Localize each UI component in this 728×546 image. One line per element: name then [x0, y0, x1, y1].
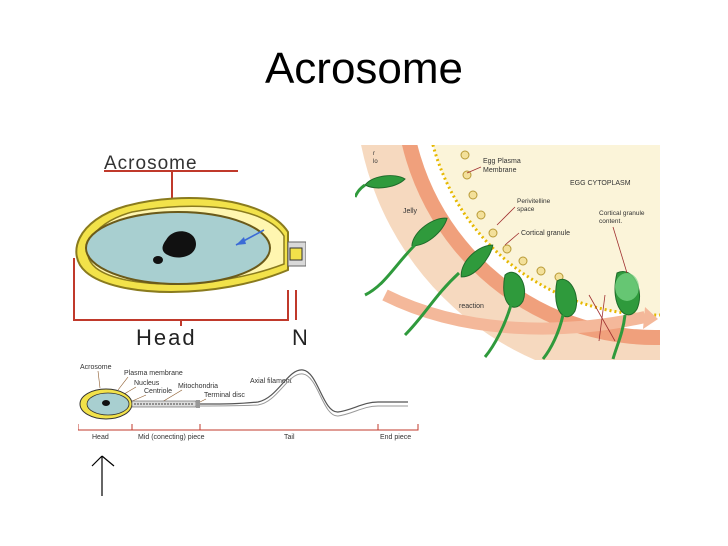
chromatin-dot — [153, 256, 163, 264]
label-head: Head — [92, 434, 109, 441]
cortical-granule-label: Cortical granule — [521, 230, 570, 237]
chromatin — [162, 231, 196, 258]
tail-inner — [199, 373, 408, 417]
head-label: Head — [136, 325, 197, 350]
perivitelline-label-2: space — [517, 206, 535, 213]
sperm-structure-diagram: Acrosome Plasma membrane Nucleus Centrio… — [77, 358, 423, 448]
sperm-cells — [353, 175, 641, 360]
reaction-label: reaction — [459, 303, 484, 310]
fertilization-diagram: r lo Jelly Egg Plasma Membrane EGG CYTOP… — [353, 145, 660, 360]
egg-cytoplasm-label: EGG CYTOPLASM — [570, 180, 631, 187]
label-acrosome: Acrosome — [80, 364, 112, 371]
label-axial-filament: Axial filament — [250, 378, 292, 385]
process-arrow — [382, 289, 647, 335]
sperm-chromatin — [102, 400, 110, 406]
label-terminal-disc: Terminal disc — [204, 392, 245, 399]
tail — [199, 369, 408, 413]
jelly-label: Jelly — [403, 208, 418, 215]
slide-title: Acrosome — [264, 44, 464, 93]
sperm-head-diagram: Acrosome Head N — [66, 140, 308, 350]
egg-plasma-label-2: Membrane — [483, 167, 517, 174]
label-nucleus: Nucleus — [134, 380, 160, 387]
label-tail: Tail — [284, 434, 295, 441]
cut-label-1: r — [373, 151, 375, 157]
up-arrow — [90, 452, 120, 502]
pointer-arrowhead — [236, 237, 246, 245]
egg-cytoplasm — [431, 145, 660, 317]
leader-lines — [466, 166, 628, 342]
granule-content-label-1: Cortical granule — [599, 210, 645, 217]
label-plasma-membrane: Plasma membrane — [124, 370, 183, 377]
perivitelline-label-1: Perivitelline — [517, 198, 551, 205]
terminal-disc — [196, 400, 200, 408]
label-centriole: Centriole — [144, 388, 172, 395]
acrosome-label: Acrosome — [104, 153, 198, 174]
process-arrowhead — [643, 307, 658, 329]
neck-label-cut: N — [292, 325, 306, 350]
label-end-piece: End piece — [380, 434, 411, 441]
egg-plasma-label-1: Egg Plasma — [483, 158, 521, 165]
neck-centriole — [289, 247, 303, 261]
label-mitochondria: Mitochondria — [178, 383, 218, 390]
granule-content-label-2: content. — [599, 218, 622, 225]
cut-label-2: lo — [373, 159, 378, 165]
cortical-granules — [460, 150, 564, 282]
section-brackets — [77, 424, 419, 431]
label-mid-piece: Mid (conecting) piece — [138, 434, 205, 441]
